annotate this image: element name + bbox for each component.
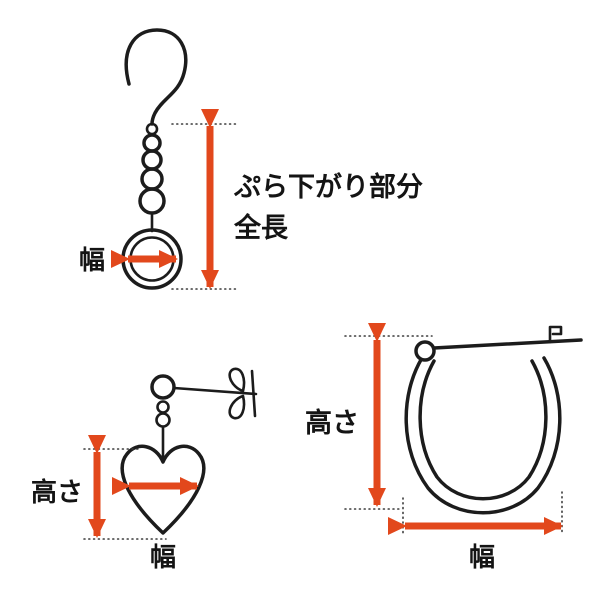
butterfly-back-bar bbox=[250, 369, 257, 418]
butterfly-back-upper-wing bbox=[228, 367, 246, 393]
small-bead-1 bbox=[156, 400, 170, 414]
ear-wire-hook bbox=[124, 28, 188, 126]
stud-ball bbox=[150, 374, 176, 400]
heart-stud-illustration: 高さ 幅 bbox=[31, 367, 258, 573]
width-label: 幅 bbox=[469, 543, 495, 573]
stud-post bbox=[172, 386, 258, 396]
hoop-outer-band bbox=[404, 356, 562, 515]
height-label: 高さ bbox=[305, 407, 359, 439]
dangle-earring-illustration: 幅 ぷら下がり部分 全長 bbox=[79, 28, 423, 290]
hoop-inner-band bbox=[418, 359, 548, 501]
width-label: 幅 bbox=[79, 246, 105, 276]
heart-pendant bbox=[120, 444, 206, 535]
total-length-label-line1: ぷら下がり部分 bbox=[233, 171, 423, 203]
height-label: 高さ bbox=[31, 477, 83, 508]
total-length-label-line2: 全長 bbox=[233, 212, 289, 244]
small-bead-2 bbox=[155, 412, 171, 428]
bead-1 bbox=[142, 133, 162, 153]
hoop-earring-illustration: 高さ 幅 bbox=[305, 323, 583, 573]
width-label: 幅 bbox=[150, 543, 176, 573]
bead-2 bbox=[141, 149, 163, 171]
hoop-hinge bbox=[414, 340, 436, 362]
butterfly-back-lower-wing bbox=[228, 394, 246, 420]
bead-4 bbox=[138, 187, 166, 215]
bead-3 bbox=[140, 167, 164, 191]
hoop-clasp bbox=[548, 325, 563, 344]
hoop-pin bbox=[432, 338, 583, 350]
